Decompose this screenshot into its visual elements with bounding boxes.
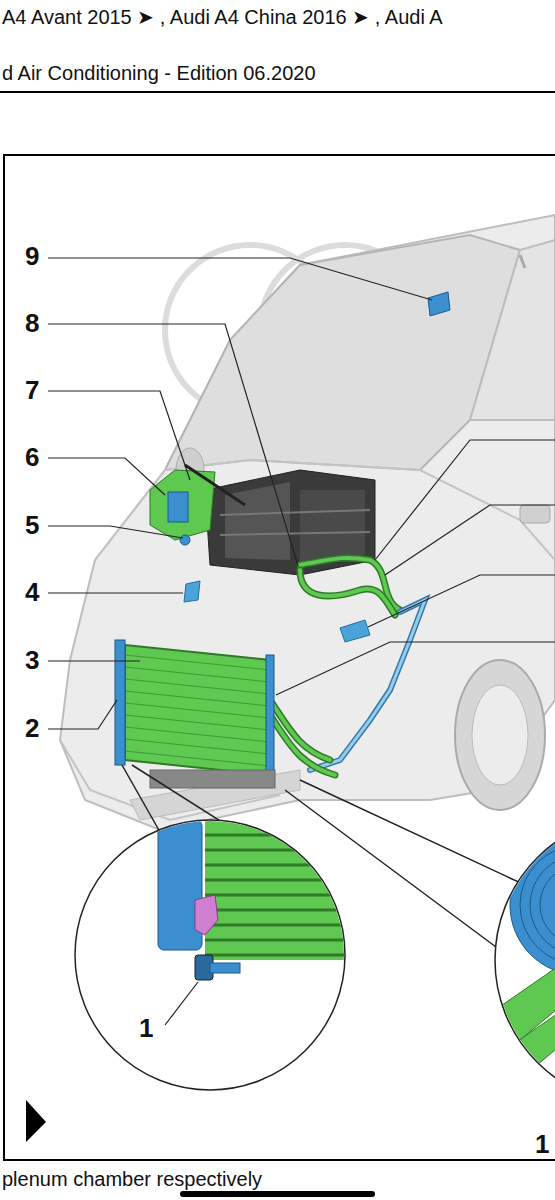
header-rule bbox=[0, 91, 555, 93]
detail-circle-right bbox=[495, 815, 555, 1105]
callout-number: 2 bbox=[24, 714, 40, 743]
callout-number: 8 bbox=[24, 309, 40, 338]
refrigerant-lines bbox=[270, 558, 425, 775]
sensor-4 bbox=[184, 581, 200, 602]
condenser bbox=[115, 640, 275, 788]
callout-number: 7 bbox=[24, 376, 40, 405]
header-text: A4 Avant 2015 ➤ , Audi A4 China 2016 ➤ ,… bbox=[2, 6, 443, 28]
callout-number: 5 bbox=[24, 511, 40, 540]
callout-number: 3 bbox=[24, 646, 40, 675]
callout-number: 9 bbox=[24, 242, 40, 271]
footer-text: plenum chamber respectively bbox=[2, 1168, 262, 1190]
detail-circle bbox=[75, 820, 345, 1090]
leader-lines bbox=[48, 258, 555, 1025]
callout-number: 1 bbox=[138, 1014, 154, 1043]
direction-arrow bbox=[26, 1100, 46, 1142]
callout-number: 6 bbox=[24, 443, 40, 472]
home-bar bbox=[180, 1191, 375, 1197]
callout-number: 1 bbox=[534, 1130, 550, 1159]
figure-frame bbox=[4, 155, 555, 1160]
header-text: d Air Conditioning - Edition 06.2020 bbox=[2, 62, 316, 84]
callout-number: 4 bbox=[24, 578, 40, 607]
sensor-right bbox=[340, 620, 370, 642]
sensor-9 bbox=[428, 292, 450, 316]
car-body bbox=[60, 215, 555, 830]
